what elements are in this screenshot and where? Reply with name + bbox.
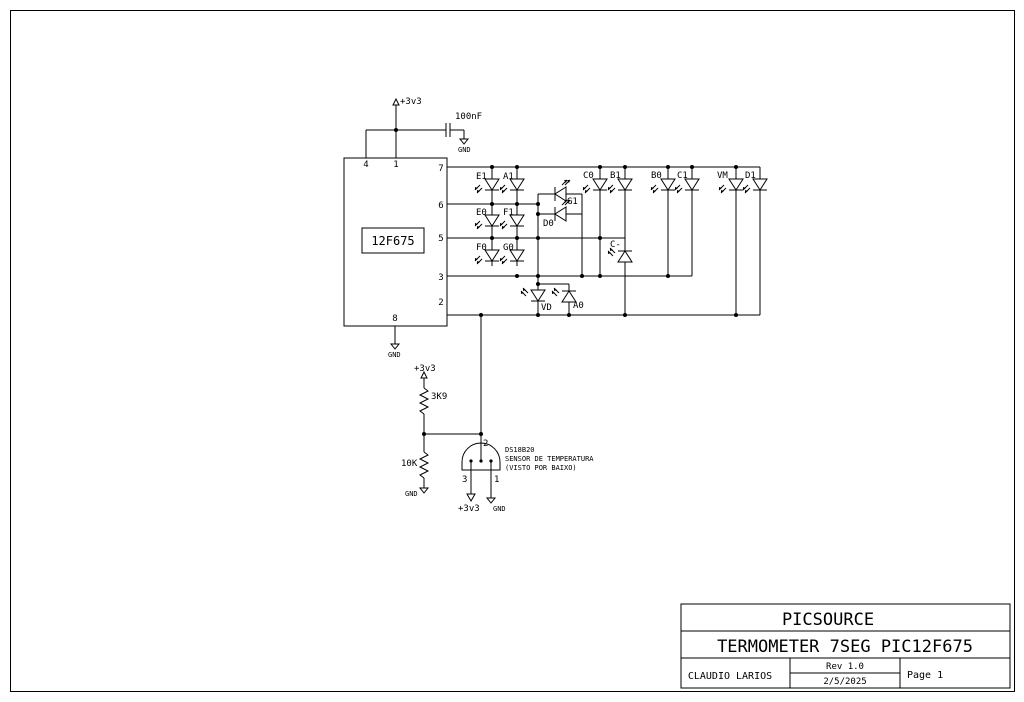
sensor-desc-1: SENSOR DE TEMPERATURA: [505, 455, 594, 463]
vcc-label-top: +3v3: [400, 97, 422, 107]
label-a1: A1: [503, 172, 514, 182]
label-g1: G1: [567, 197, 578, 207]
mcu-gnd-label: GND: [388, 351, 401, 359]
r-bottom-value: 10K: [401, 459, 418, 469]
label-f1: F1: [503, 208, 514, 218]
ds18b20-body: [461, 442, 501, 471]
company-title: PICSOURCE: [782, 610, 874, 630]
sensor-pin-gnd: 1: [494, 475, 499, 485]
sensor-desc-2: (VISTO POR BAIXO): [505, 464, 577, 472]
resistor-gnd-label: GND: [405, 490, 418, 498]
sensor-vdd-label: +3v3: [458, 504, 480, 514]
label-g0: G0: [503, 243, 514, 253]
sensor-gnd-label: GND: [493, 505, 506, 513]
led-vm-icon: [718, 178, 744, 194]
cap-gnd-icon: [459, 134, 469, 145]
sensor-gnd-icon: [486, 493, 496, 504]
led-d1-icon: [742, 178, 768, 194]
label-c1: C1: [677, 171, 688, 181]
mcu-label-box: [361, 227, 425, 254]
pin-4-label: 4: [363, 160, 368, 170]
led-c-minus-icon: [607, 247, 633, 263]
led-b0-icon: [650, 178, 676, 194]
mcu-12f675: 12F675 4 1 7 6 5 3 2 8: [343, 157, 448, 327]
date-label: 2/5/2025: [823, 677, 866, 687]
label-vd: VD: [541, 303, 552, 313]
led-b1-icon: [607, 178, 633, 194]
cap-value-label: 100nF: [455, 112, 482, 122]
pin-6-label: 6: [438, 201, 443, 211]
label-d1: D1: [745, 171, 756, 181]
vcc-label-resistor: +3v3: [414, 364, 436, 374]
author-name: CLAUDIO LARIOS: [688, 671, 772, 682]
led-array: [474, 178, 768, 303]
revision-label: Rev 1.0: [826, 662, 864, 672]
led-c0-icon: [582, 178, 608, 194]
label-a0: A0: [573, 301, 584, 311]
label-c-minus: C-: [610, 240, 621, 250]
label-b0: B0: [651, 171, 662, 181]
sensor-part-label: DS18B20: [505, 446, 535, 454]
sensor-section: +3v3 3K9 10K GND 2 3 1 +3v3 GND DS18B20 …: [401, 315, 594, 514]
resistor-gnd-icon: [419, 483, 429, 494]
title-block: PICSOURCE TERMOMETER 7SEG PIC12F675 CLAU…: [680, 603, 1011, 689]
pin-1-label: 1: [393, 160, 398, 170]
led-a0-icon: [551, 287, 577, 303]
cap-gnd-label: GND: [458, 146, 471, 154]
pin-5-label: 5: [438, 234, 443, 244]
pin-3-label: 3: [438, 273, 443, 283]
r-top-value: 3K9: [431, 392, 447, 402]
label-f0: F0: [476, 243, 487, 253]
sensor-pin-vdd: 3: [462, 475, 467, 485]
label-e1: E1: [476, 172, 487, 182]
mcu-part-label: 12F675: [371, 234, 414, 248]
label-d0: D0: [543, 219, 554, 229]
sensor-pin-data: 2: [483, 439, 488, 449]
pin-8-label: 8: [392, 314, 397, 324]
sheet-border: [10, 10, 1015, 692]
led-c1-icon: [674, 178, 700, 194]
project-title: TERMOMETER 7SEG PIC12F675: [717, 637, 973, 657]
pin-2-label: 2: [438, 298, 443, 308]
label-vm: VM: [717, 171, 728, 181]
vcc-arrow-icon: [392, 98, 400, 110]
label-c0: C0: [583, 171, 594, 181]
led-vd-icon: [520, 287, 546, 302]
supply-and-decoupling: +3v3 100nF GND GND: [365, 97, 482, 359]
label-b1: B1: [610, 171, 621, 181]
led-labels: E1 A1 C0 B1 B0 C1 VM D1 E0 F1 G1 D0 F0 G…: [476, 171, 756, 313]
sensor-vdd-arrow-icon: [466, 493, 476, 503]
page-number: Page 1: [907, 670, 943, 681]
mcu-gnd-icon: [390, 339, 400, 350]
label-e0: E0: [476, 208, 487, 218]
pin-7-label: 7: [438, 164, 443, 174]
